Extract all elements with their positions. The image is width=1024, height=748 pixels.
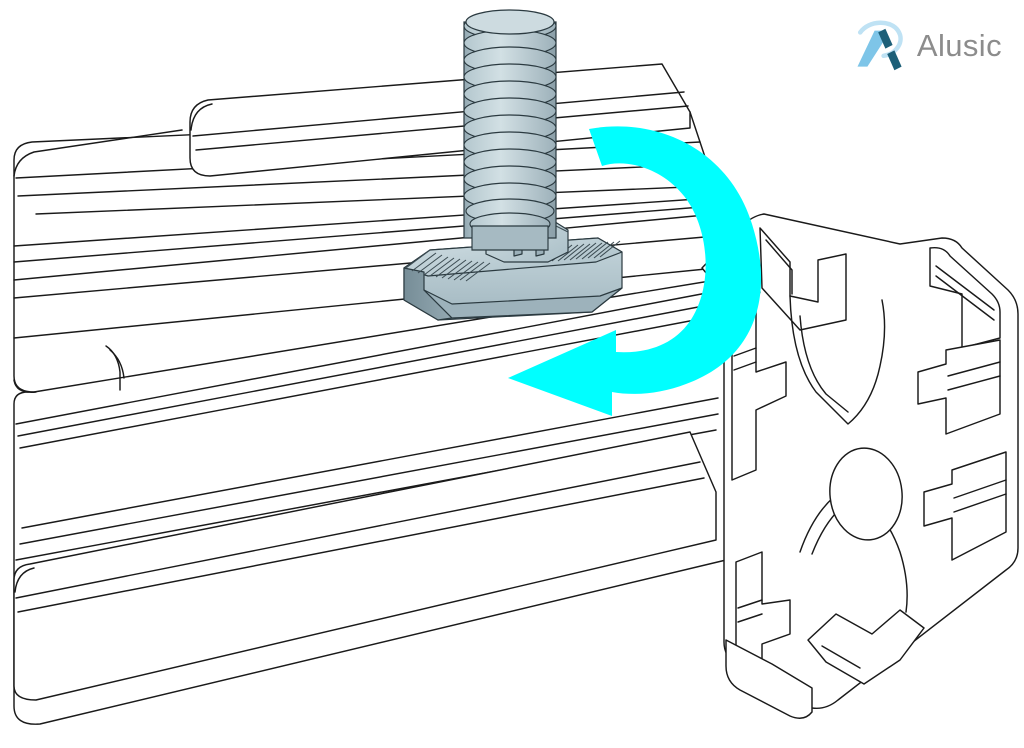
- logo-a-tail: [887, 50, 902, 71]
- logo-a-diagonal: [878, 28, 893, 49]
- profile-top-rail-cap: [190, 103, 213, 131]
- end-face-bottom-slot: [807, 609, 925, 685]
- profile-waist-groove-shadow: [109, 349, 125, 379]
- profile-slot-channel-left: [13, 197, 713, 247]
- tnut-serrations-left: [405, 249, 491, 282]
- profile-top-rail-land-1: [192, 91, 685, 137]
- end-face-top-slot: [759, 227, 847, 331]
- profile-waist-groove: [105, 345, 121, 391]
- profile-lower-slot-mouth-2: [19, 413, 719, 545]
- end-face-center-bore: [829, 447, 903, 541]
- end-face-lower-right-slot: [923, 451, 1007, 561]
- profile-lower-slot-mouth: [21, 397, 719, 529]
- bolt-threads: [463, 12, 557, 236]
- alusic-a-swoosh-logo-icon: [857, 20, 903, 71]
- logo-a-left-leg: [857, 30, 884, 67]
- tnut-bottom-chamfer: [423, 287, 623, 319]
- profile-lower-land-2: [17, 303, 715, 437]
- profile-upper-cap-edge-bottom: [13, 379, 37, 393]
- brand-lockup: Alusic: [853, 18, 1002, 72]
- profile-top-rail-land-2: [195, 105, 689, 151]
- end-face-right-slot-l2: [947, 375, 1001, 391]
- profile-bottom-rail-land-2: [17, 477, 705, 613]
- bolt-top-face: [465, 9, 555, 35]
- end-face-bottom-slot-l1: [821, 645, 861, 669]
- profile-upper-cap-edge-top: [13, 129, 183, 177]
- end-face-lr-slot-l2: [953, 493, 1007, 513]
- profile-end-face-cross-section: [701, 213, 1019, 719]
- end-face-lr-slot-l1: [953, 479, 1007, 499]
- end-face-corner-boss-ur-line1: [935, 265, 995, 311]
- profile-lower-land-1: [15, 291, 713, 425]
- profile-bottom-rail-cap: [14, 567, 35, 593]
- arrow-body: [508, 126, 762, 417]
- profile-upper-land-3: [35, 185, 713, 215]
- end-face-web-upper-inner: [799, 315, 849, 413]
- end-face-ll-slot-l1: [737, 599, 763, 609]
- rotation-direction-arrow: [508, 126, 762, 417]
- profile-upper-land-4: [13, 213, 717, 281]
- end-face-web-upper: [789, 295, 886, 425]
- profile-bottom-rail: [13, 431, 717, 701]
- end-face-right-slot-l1: [947, 361, 1001, 377]
- end-face-corner-boss-ur-line2: [935, 275, 995, 321]
- end-face-ll-slot-l2: [737, 613, 763, 623]
- profile-slot-channel-right: [13, 205, 715, 263]
- bolt-root: [471, 225, 549, 251]
- hammer-head-bolt: [463, 9, 557, 251]
- profile-bottom-rail-land-1: [15, 461, 701, 599]
- t-slot-nut: [403, 219, 623, 321]
- end-face-left-slot: [731, 301, 787, 481]
- profile-top-rail: [189, 63, 691, 177]
- end-face-left-slot-l2: [733, 361, 757, 371]
- end-face-left-slot-l1: [733, 347, 757, 357]
- end-face-corner-boss-ll: [725, 639, 813, 719]
- end-face-top-slot-inner: [765, 239, 793, 295]
- profile-upper-land-2: [17, 163, 707, 197]
- brand-name-text: Alusic: [916, 27, 1002, 63]
